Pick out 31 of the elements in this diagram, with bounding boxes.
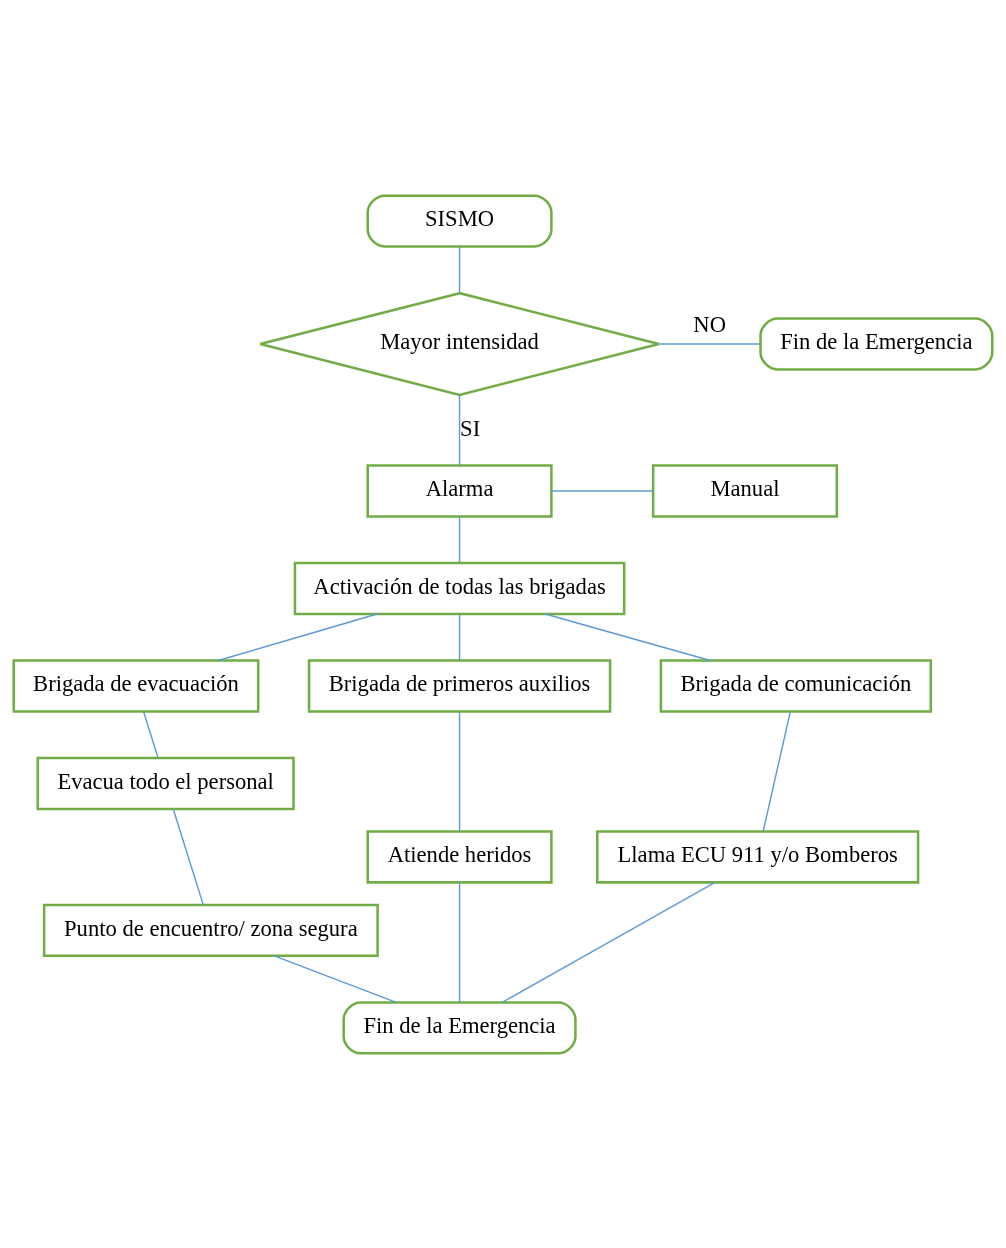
connector: [142, 710, 159, 758]
connector: [273, 954, 397, 1003]
node-box: Alarma: [366, 463, 553, 518]
connector: [217, 612, 378, 661]
connector: [544, 612, 711, 661]
node-box: Punto de encuentro/ zona segura: [42, 903, 379, 957]
node-box: Activación de todas las brigadas: [293, 561, 626, 615]
node-box: Brigada de primeros auxilios: [307, 658, 612, 713]
connector: [501, 881, 716, 1003]
node-box: Brigada de comunicación: [659, 658, 933, 713]
connector: [458, 245, 461, 294]
node-box: Evacua todo el personal: [36, 756, 295, 810]
node-box: SISMO: [366, 193, 553, 248]
connector: [550, 489, 654, 492]
connector: [172, 808, 204, 906]
node-box: Atiende heridos: [366, 829, 553, 884]
node-box: Manual: [651, 463, 839, 518]
node-diamond: Mayor intensidad: [259, 291, 661, 396]
connector: [458, 515, 461, 563]
node-box: Fin de la Emergencia: [342, 1000, 577, 1055]
connector: [458, 881, 461, 1003]
connector: [458, 613, 461, 661]
edge-label: NO: [693, 311, 726, 337]
node-box: Fin de la Emergencia: [759, 316, 994, 371]
connector: [458, 393, 461, 466]
edge-label: SI: [460, 415, 481, 441]
node-box: Brigada de evacuación: [12, 658, 260, 713]
connector: [762, 710, 792, 832]
node-box: Llama ECU 911 y/o Bomberos: [596, 829, 920, 884]
connector: [658, 342, 761, 345]
connector: [458, 710, 461, 832]
